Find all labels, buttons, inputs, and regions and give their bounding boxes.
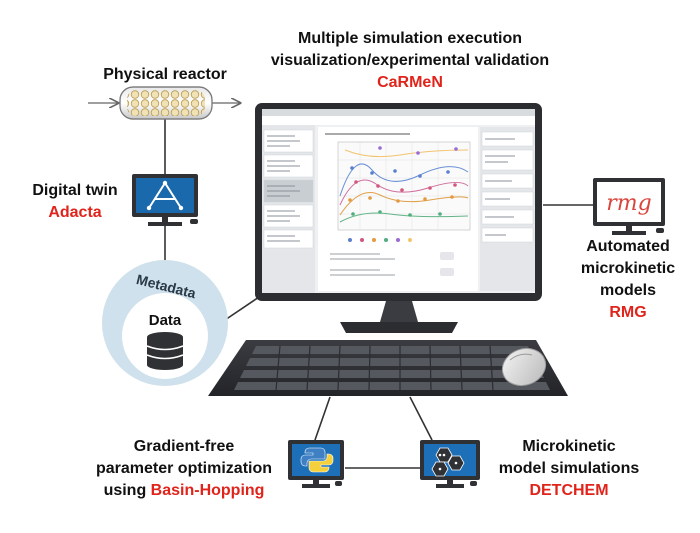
basin-hopping-line2: parameter optimization xyxy=(95,460,273,477)
adacta-computer-icon xyxy=(132,174,198,226)
detchem-line2: model simulations xyxy=(498,460,640,477)
data-store-icon xyxy=(102,260,228,386)
basin-hopping-name: Basin-Hopping xyxy=(150,482,265,499)
detchem-name: DETCHEM xyxy=(529,482,609,499)
carmen-line2: visualization/experimental validation xyxy=(270,52,550,69)
carmen-name: CaRMeN xyxy=(377,74,443,91)
connector-lines xyxy=(164,115,593,469)
adacta-name: Adacta xyxy=(48,204,102,221)
rmg-line3: models xyxy=(599,282,656,299)
data-label: Data xyxy=(149,312,182,329)
mouse-icon xyxy=(501,347,547,387)
rmg-label: Automated microkinetic models RMG xyxy=(560,236,696,324)
physical-reactor-icon xyxy=(88,86,240,120)
rmg-computer-icon xyxy=(593,178,665,235)
detchem-computer-icon xyxy=(420,440,480,488)
detchem-label: Microkinetic model simulations DETCHEM xyxy=(484,436,654,502)
physical-reactor-label: Physical reactor xyxy=(103,66,227,83)
basin-hopping-prefix: using xyxy=(103,482,151,499)
carmen-line1: Multiple simulation execution xyxy=(297,30,523,47)
rmg-line1: Automated xyxy=(586,238,670,255)
basin-hopping-line1: Gradient-free xyxy=(133,438,235,455)
digital-twin-text: Digital twin xyxy=(32,182,118,199)
main-monitor xyxy=(255,103,542,333)
digital-twin-label: Digital twin Adacta xyxy=(30,180,120,224)
basin-hopping-line3: using Basin-Hopping xyxy=(84,480,284,502)
rmg-name: RMG xyxy=(609,304,647,321)
detchem-line1: Microkinetic xyxy=(522,438,616,455)
keyboard-icon xyxy=(208,340,568,396)
rmg-logo: rmg xyxy=(606,191,651,216)
python-computer-icon xyxy=(288,440,344,488)
basin-hopping-label: Gradient-free parameter optimization usi… xyxy=(84,436,284,502)
rmg-line2: microkinetic xyxy=(580,260,676,277)
carmen-label: Multiple simulation execution visualizat… xyxy=(260,28,560,94)
